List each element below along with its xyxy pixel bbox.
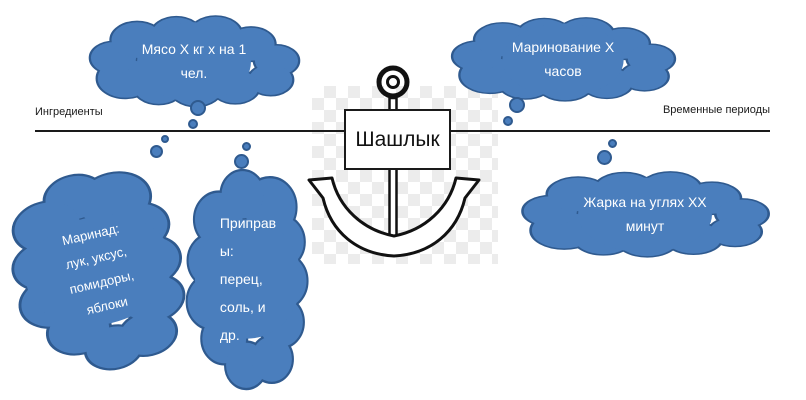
cloud-meat: Мясо Х кг х на 1 чел. bbox=[86, 14, 302, 110]
thought-trail-bubble bbox=[509, 97, 525, 113]
thought-trail-bubble bbox=[150, 145, 163, 158]
cloud-shape bbox=[0, 151, 209, 391]
cloud-spices: Приправ ы: перец, соль, и др. bbox=[184, 166, 312, 392]
cloud-shape bbox=[86, 14, 302, 110]
thought-trail-bubble bbox=[188, 119, 198, 129]
thought-trail-bubble bbox=[503, 116, 513, 126]
thought-trail-bubble bbox=[242, 142, 251, 151]
cloud-shape bbox=[518, 170, 772, 260]
cloud-shape bbox=[448, 16, 678, 104]
cloud-grilling: Жарка на углях ХХ минут bbox=[518, 170, 772, 260]
center-topic-box: Шашлык bbox=[344, 109, 451, 170]
cloud-marinade: Маринад: лук, уксус, помидоры, яблоки bbox=[0, 151, 209, 391]
thought-trail-bubble bbox=[190, 100, 206, 116]
cloud-marinating: Маринование Х часов bbox=[448, 16, 678, 104]
axis-label-time-periods: Временные периоды bbox=[662, 104, 770, 116]
cloud-shape bbox=[184, 166, 312, 392]
center-topic-label: Шашлык bbox=[355, 127, 440, 151]
axis-label-ingredients: Ингредиенты bbox=[35, 106, 103, 118]
thought-trail-bubble bbox=[234, 154, 249, 169]
thought-trail-bubble bbox=[597, 150, 612, 165]
anchor-icon bbox=[307, 65, 481, 258]
thought-trail-bubble bbox=[161, 135, 169, 143]
thought-trail-bubble bbox=[608, 139, 617, 148]
